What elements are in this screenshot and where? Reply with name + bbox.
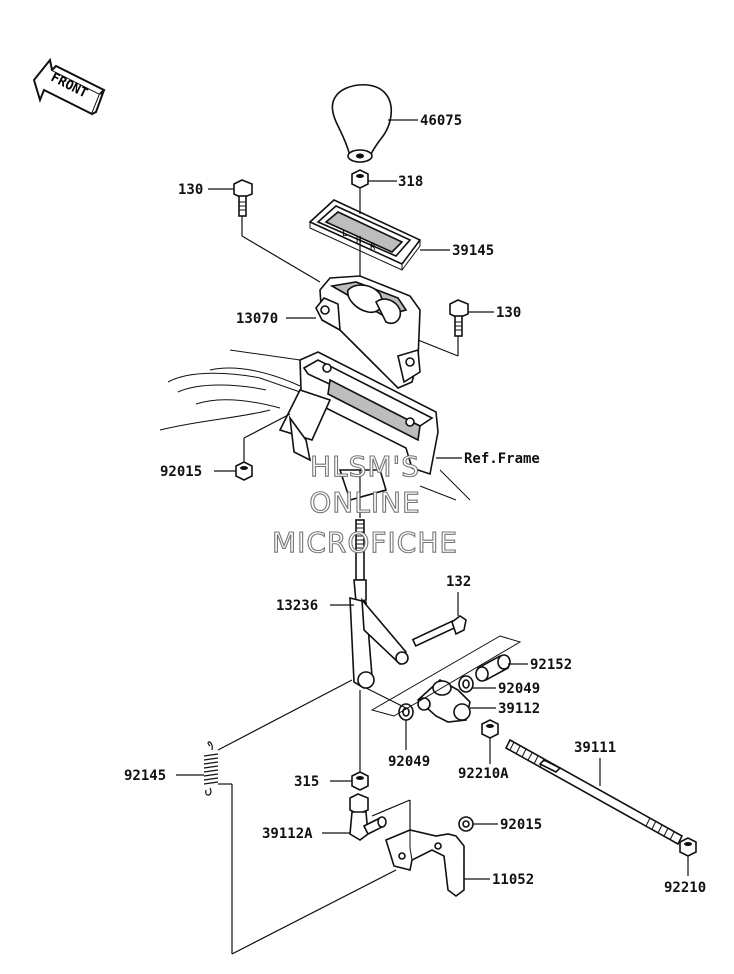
label-92049-right: 92049 (498, 681, 540, 697)
washer-92049-right (458, 675, 474, 693)
label-130-right: 130 (496, 305, 521, 321)
bolt-132 (411, 615, 467, 647)
watermark: HLSM'S ONLINE MICROFICHE (271, 449, 458, 559)
nut-315 (351, 771, 369, 791)
watermark-line-1: HLSM'S (310, 450, 420, 483)
rod-39111 (504, 738, 684, 846)
shift-indicator-plate: L H R (308, 199, 422, 271)
shift-knob (331, 84, 392, 163)
label-92152: 92152 (530, 657, 572, 673)
shift-guide-cover (315, 275, 421, 389)
bracket-39112 (416, 679, 471, 723)
label-132: 132 (446, 574, 471, 590)
label-39111: 39111 (574, 740, 616, 756)
spring-92145 (203, 741, 219, 796)
label-46075: 46075 (420, 113, 462, 129)
watermark-line-2: ONLINE (309, 486, 420, 519)
bolt-130-right (449, 299, 469, 337)
nut-92015-left (235, 461, 253, 481)
label-92015-left: 92015 (160, 464, 202, 480)
label-92210A: 92210A (458, 766, 509, 782)
frame-structure (159, 349, 471, 501)
label-92015-right: 92015 (500, 817, 542, 833)
label-315: 315 (294, 774, 319, 790)
label-ref-frame: Ref.Frame (464, 451, 540, 467)
ball-joint-39112A (349, 793, 387, 841)
label-39145: 39145 (452, 243, 494, 259)
assembly-plane-outline (370, 635, 522, 717)
front-arrow-icon: FRONT (32, 57, 106, 116)
bracket-11052 (385, 829, 465, 897)
bolt-130-top (233, 179, 253, 217)
svg-text:H: H (356, 236, 361, 246)
label-13070: 13070 (236, 311, 278, 327)
label-92049-bottom: 92049 (388, 754, 430, 770)
part-labels: 46075 318 130 39145 130 13070 Ref.Frame … (124, 113, 706, 896)
label-130-top: 130 (178, 182, 203, 198)
label-11052: 11052 (492, 872, 534, 888)
nut-318 (351, 169, 369, 189)
nut-92210A (481, 719, 499, 739)
collar-92152 (475, 654, 511, 682)
label-92145: 92145 (124, 768, 166, 784)
label-39112A: 39112A (262, 826, 313, 842)
svg-text:L: L (342, 229, 347, 239)
shift-support-bracket (278, 351, 439, 501)
shift-lever (349, 519, 409, 690)
leader-lines (176, 119, 689, 955)
label-92210: 92210 (664, 880, 706, 896)
label-39112: 39112 (498, 701, 540, 717)
label-13236: 13236 (276, 598, 318, 614)
watermark-line-3: MICROFICHE (272, 526, 458, 559)
nut-92210 (679, 837, 697, 857)
label-318: 318 (398, 174, 423, 190)
nut-92015-right (458, 816, 474, 832)
svg-text:R: R (370, 243, 376, 253)
